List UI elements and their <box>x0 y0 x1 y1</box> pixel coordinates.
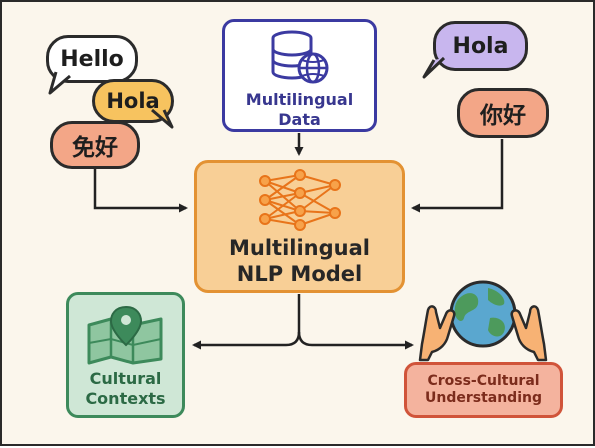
chinese-bubble-right: 你好 <box>457 88 549 138</box>
arrow-right-bubbles-to-model <box>411 139 504 213</box>
hola-bubble-left: Hola <box>92 79 174 123</box>
arrow-bubbles-to-model <box>93 164 188 213</box>
cultural-contexts-box: Cultural Contexts <box>66 292 185 418</box>
hola-left-tail <box>151 108 174 129</box>
hola-bubble-right: Hola <box>433 21 528 71</box>
culture-label-line2: Contexts <box>85 389 166 408</box>
hola-right-tail <box>422 56 446 79</box>
hello-bubble-tail <box>48 71 71 95</box>
arrow-model-to-understanding <box>297 331 414 350</box>
model-label-line1: Multilingual <box>229 236 370 260</box>
database-globe-icon <box>271 30 328 84</box>
multilingual-data-box: Multilingual Data <box>222 19 377 132</box>
hello-text: Hello <box>60 46 124 72</box>
model-label-line2: NLP Model <box>236 262 363 286</box>
data-label-line2: Data <box>278 110 321 129</box>
understand-label-line1: Cross-Cultural <box>427 373 540 389</box>
map-pin-icon <box>87 305 162 365</box>
chinese-right-text: 你好 <box>480 103 526 129</box>
chinese-bubble-left: 免好 <box>50 121 140 169</box>
hola-right-text: Hola <box>452 33 509 59</box>
culture-label-line1: Cultural <box>89 369 162 388</box>
cross-cultural-understanding-box: Cross-Cultural Understanding <box>404 362 563 418</box>
nlp-model-box: Multilingual NLP Model <box>194 160 405 293</box>
hands-globe-icon <box>418 280 548 362</box>
chinese-left-text: 免好 <box>72 135 118 161</box>
understand-label-line2: Understanding <box>424 390 542 406</box>
data-label-line1: Multilingual <box>245 90 354 109</box>
neural-network-icon <box>258 169 341 231</box>
hola-left-text: Hola <box>106 89 160 113</box>
arrow-model-split <box>192 294 301 350</box>
